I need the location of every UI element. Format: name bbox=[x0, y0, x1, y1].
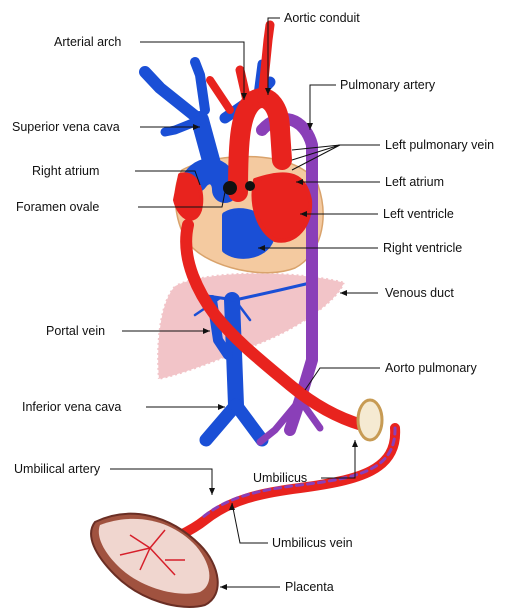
label-inferior-vena-cava: Inferior vena cava bbox=[22, 400, 121, 414]
label-venous-duct: Venous duct bbox=[385, 286, 454, 300]
label-umbilicus: Umbilicus bbox=[253, 471, 307, 485]
leader-umbilical-artery bbox=[110, 469, 212, 495]
label-aorto-pulmonary: Aorto pulmonary bbox=[385, 361, 477, 375]
label-arterial-arch: Arterial arch bbox=[54, 35, 121, 49]
leader-umbilicus bbox=[321, 440, 355, 478]
label-foramen-ovale: Foramen ovale bbox=[16, 200, 99, 214]
label-right-ventricle: Right ventricle bbox=[383, 241, 462, 255]
label-portal-vein: Portal vein bbox=[46, 324, 105, 338]
label-umbilicus-vein: Umbilicus vein bbox=[272, 536, 353, 550]
leader-umbilicus-vein bbox=[232, 503, 268, 543]
valve-mark-1 bbox=[245, 181, 255, 191]
label-right-atrium: Right atrium bbox=[32, 164, 99, 178]
leader-pulmonary-artery bbox=[310, 85, 336, 130]
label-aortic-conduit: Aortic conduit bbox=[284, 11, 360, 25]
label-umbilical-artery: Umbilical artery bbox=[14, 462, 100, 476]
label-placenta: Placenta bbox=[285, 580, 334, 594]
label-left-ventricle: Left ventricle bbox=[383, 207, 454, 221]
umbilicus-ring bbox=[358, 400, 382, 440]
label-left-pulmonary-vein: Left pulmonary vein bbox=[385, 138, 494, 152]
label-superior-vena-cava: Superior vena cava bbox=[12, 120, 120, 134]
leader-aorto-pulmonary bbox=[305, 368, 380, 390]
label-pulmonary-artery: Pulmonary artery bbox=[340, 78, 435, 92]
label-left-atrium: Left atrium bbox=[385, 175, 444, 189]
